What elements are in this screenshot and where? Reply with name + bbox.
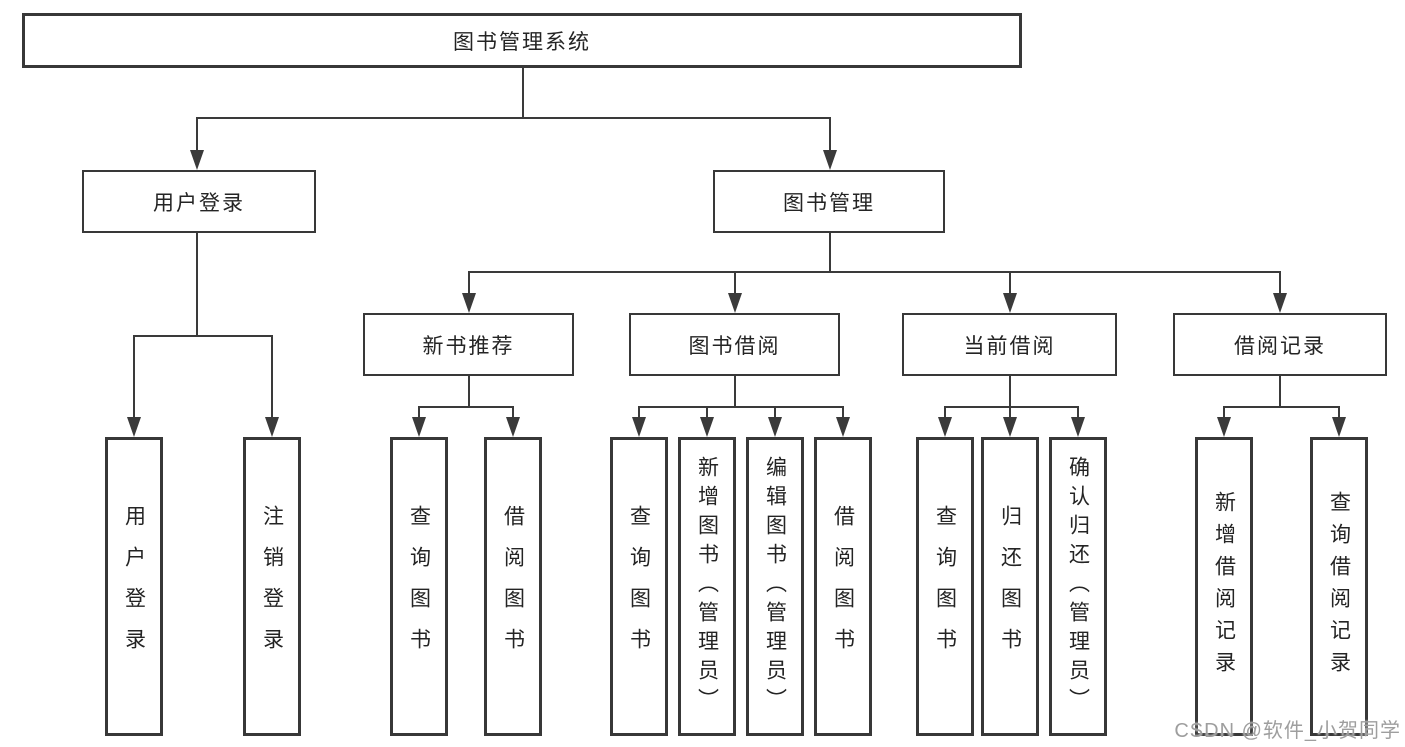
connector-line: [706, 407, 708, 417]
connector-line: [418, 406, 514, 408]
csdn-watermark: CSDN @软件_小贺同学: [1174, 720, 1401, 742]
leaf-query-borrow-record: 查询借阅记录: [1310, 437, 1368, 736]
leaf-newbook-borrow-books-label: 借阅图书: [501, 504, 525, 669]
connector-line: [1338, 407, 1340, 417]
node-current-borrowing: 当前借阅: [902, 313, 1117, 376]
node-current-borrowing-label: 当前借阅: [963, 334, 1056, 358]
connector-line: [1223, 407, 1225, 417]
node-book-management: 图书管理: [713, 170, 945, 233]
arrowhead-down-icon: [190, 150, 204, 170]
leaf-borrowing-borrow-books: 借阅图书: [814, 437, 872, 736]
connector-line: [638, 407, 640, 417]
arrowhead-down-icon: [836, 417, 850, 437]
connector-line: [271, 336, 273, 417]
leaf-borrowing-borrow-books-label: 借阅图书: [831, 504, 855, 669]
connector-line: [774, 407, 776, 417]
connector-line: [133, 336, 135, 417]
leaf-current-query-books-label: 查询图书: [933, 504, 957, 669]
arrowhead-down-icon: [412, 417, 426, 437]
leaf-borrowing-query-books-label: 查询图书: [627, 504, 651, 669]
leaf-query-borrow-record-label: 查询借阅记录: [1327, 490, 1351, 683]
arrowhead-down-icon: [1217, 417, 1231, 437]
connector-line: [842, 407, 844, 417]
connector-line: [522, 68, 524, 118]
connector-line: [468, 376, 470, 407]
connector-line: [734, 376, 736, 407]
node-root-library-system: 图书管理系统: [22, 13, 1022, 68]
arrowhead-down-icon: [1003, 417, 1017, 437]
leaf-confirm-return-admin: 确认归还（管理员）: [1049, 437, 1107, 736]
connector-line: [1279, 376, 1281, 407]
connector-line: [133, 335, 273, 337]
connector-line: [1279, 272, 1281, 293]
connector-line: [829, 118, 831, 151]
node-new-book-recommend: 新书推荐: [363, 313, 574, 376]
leaf-logout-label: 注销登录: [260, 504, 284, 669]
arrowhead-down-icon: [1003, 293, 1017, 313]
connector-line: [418, 407, 420, 417]
arrowhead-down-icon: [768, 417, 782, 437]
connector-line: [829, 233, 831, 272]
arrowhead-down-icon: [728, 293, 742, 313]
leaf-add-books-admin-label: 新增图书（管理员）: [695, 456, 719, 717]
arrowhead-down-icon: [1332, 417, 1346, 437]
connector-line: [1009, 407, 1011, 417]
leaf-confirm-return-admin-label: 确认归还（管理员）: [1066, 456, 1090, 717]
leaf-add-books-admin: 新增图书（管理员）: [678, 437, 736, 736]
node-root-label: 图书管理系统: [453, 30, 591, 54]
connector-line: [944, 407, 946, 417]
node-book-management-label: 图书管理: [783, 191, 875, 215]
connector-line: [196, 233, 198, 336]
connector-line: [468, 272, 470, 293]
leaf-current-query-books: 查询图书: [916, 437, 974, 736]
leaf-return-books-label: 归还图书: [998, 504, 1022, 669]
leaf-newbook-query-books-label: 查询图书: [407, 504, 431, 669]
node-new-book-recommend-label: 新书推荐: [422, 334, 515, 358]
leaf-borrowing-query-books: 查询图书: [610, 437, 668, 736]
arrowhead-down-icon: [823, 150, 837, 170]
arrowhead-down-icon: [700, 417, 714, 437]
leaf-edit-books-admin-label: 编辑图书（管理员）: [763, 456, 787, 717]
node-book-borrowing-label: 图书借阅: [688, 334, 781, 358]
arrowhead-down-icon: [265, 417, 279, 437]
node-borrowing-records: 借阅记录: [1173, 313, 1387, 376]
leaf-edit-books-admin: 编辑图书（管理员）: [746, 437, 804, 736]
node-user-login-label: 用户登录: [153, 191, 245, 215]
leaf-user-login-label: 用户登录: [122, 504, 146, 669]
arrowhead-down-icon: [1071, 417, 1085, 437]
connector-line: [1009, 272, 1011, 293]
leaf-logout: 注销登录: [243, 437, 301, 736]
arrowhead-down-icon: [462, 293, 476, 313]
connector-line: [468, 271, 1281, 273]
arrowhead-down-icon: [938, 417, 952, 437]
arrowhead-down-icon: [632, 417, 646, 437]
leaf-add-borrow-record-label: 新增借阅记录: [1212, 490, 1236, 683]
node-borrowing-records-label: 借阅记录: [1234, 334, 1326, 358]
node-book-borrowing: 图书借阅: [629, 313, 840, 376]
leaf-return-books: 归还图书: [981, 437, 1039, 736]
node-user-login: 用户登录: [82, 170, 316, 233]
leaf-newbook-query-books: 查询图书: [390, 437, 448, 736]
connector-line: [1009, 376, 1011, 407]
leaf-add-borrow-record: 新增借阅记录: [1195, 437, 1253, 736]
connector-line: [512, 407, 514, 417]
connector-line: [1223, 406, 1340, 408]
arrowhead-down-icon: [127, 417, 141, 437]
arrowhead-down-icon: [506, 417, 520, 437]
connector-line: [196, 117, 831, 119]
connector-line: [734, 272, 736, 293]
arrowhead-down-icon: [1273, 293, 1287, 313]
connector-line: [638, 406, 844, 408]
leaf-newbook-borrow-books: 借阅图书: [484, 437, 542, 736]
leaf-user-login: 用户登录: [105, 437, 163, 736]
connector-line: [196, 118, 198, 151]
connector-line: [944, 406, 1079, 408]
connector-line: [1077, 407, 1079, 417]
